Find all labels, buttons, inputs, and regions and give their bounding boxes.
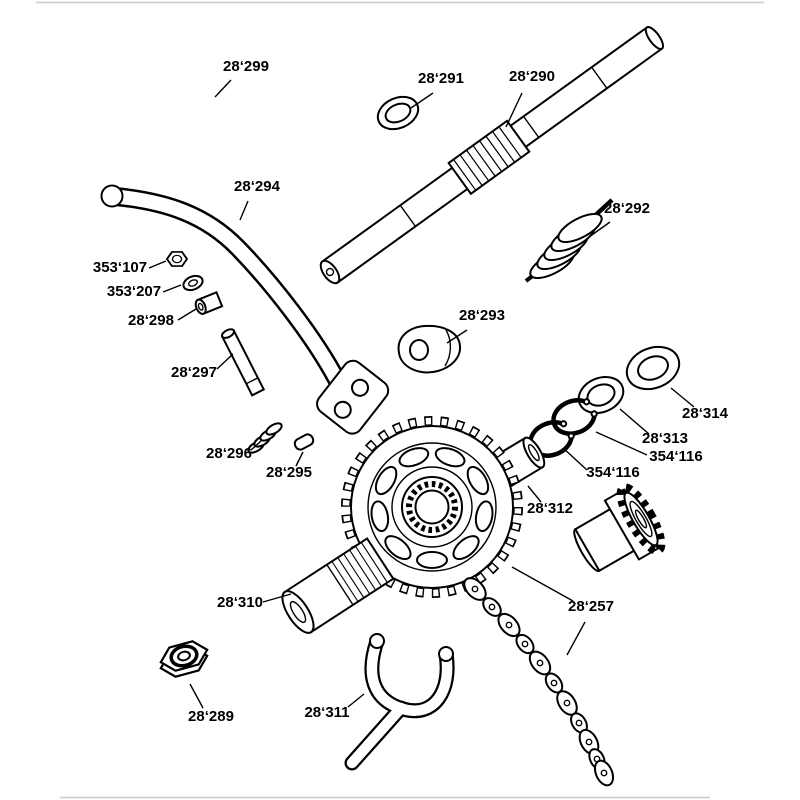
part-28311-fork	[344, 633, 455, 771]
part-label-28310: 28‘310	[217, 594, 263, 611]
part-label-28292: 28‘292	[604, 200, 650, 217]
leader-28298	[177, 308, 197, 321]
part-label-28295: 28‘295	[266, 464, 312, 481]
part-label-28313: 28‘313	[642, 430, 688, 447]
leader-28312	[527, 485, 542, 503]
leader-354116-b	[562, 447, 588, 471]
part-28298-spacer	[194, 290, 224, 316]
part-28295-detent-pin	[293, 433, 315, 451]
leader-28299	[214, 79, 232, 98]
leader-353207	[162, 284, 182, 293]
part-label-28257: 28‘257	[568, 598, 614, 615]
leader-28257-chain	[566, 621, 586, 656]
part-label-28289: 28‘289	[188, 708, 234, 725]
part-28297-pin	[220, 328, 266, 397]
leader-28295	[295, 451, 304, 467]
part-28292-torsion-spring	[524, 198, 614, 283]
leader-28290	[505, 92, 523, 128]
sprocket-lightening-holes	[370, 447, 494, 569]
part-label-28312: 28‘312	[527, 500, 573, 517]
part-labels: 28‘299 28‘291 28‘290 28‘294 28‘292 353‘1…	[93, 58, 729, 725]
part-label-353207: 353‘207	[107, 283, 161, 300]
part-28290-shaft	[319, 26, 665, 285]
part-label-28299: 28‘299	[223, 58, 269, 75]
part-353107-nut	[165, 251, 189, 267]
part-label-353107: 353‘107	[93, 259, 147, 276]
part-28293-clamp	[397, 324, 462, 374]
chain-pins	[471, 585, 608, 777]
part-28294-kick-lever	[100, 184, 390, 435]
part-drive-chain	[463, 577, 615, 787]
part-label-28293: 28‘293	[459, 307, 505, 324]
leader-lines	[148, 79, 695, 709]
leader-28314	[670, 387, 695, 408]
part-sprocket-gear	[341, 416, 523, 598]
leader-353107	[148, 260, 167, 269]
leader-28293	[446, 329, 468, 344]
part-28294-ball-knob	[100, 184, 124, 208]
part-label-354116-b: 354‘116	[586, 464, 639, 481]
leader-28311	[347, 693, 365, 708]
part-label-28296: 28‘296	[206, 445, 252, 462]
leader-28289	[189, 683, 204, 709]
part-label-28294: 28‘294	[234, 178, 281, 195]
leader-28310	[262, 593, 292, 603]
part-28289-nut	[159, 640, 209, 678]
leader-354116-a	[595, 431, 648, 456]
part-label-28291: 28‘291	[418, 70, 464, 87]
part-28314-washer	[625, 345, 681, 391]
part-28310-bushing	[281, 537, 395, 634]
leader-28294	[239, 200, 249, 221]
part-label-354116-a: 354‘116	[649, 448, 702, 465]
part-28257-ratchet-pinion	[573, 483, 666, 573]
part-label-28298: 28‘298	[128, 312, 174, 329]
part-28291-seal-ring	[376, 95, 420, 131]
leader-28313	[619, 408, 650, 435]
part-353207-washer	[182, 274, 204, 292]
leader-28292	[588, 221, 611, 238]
leader-28297	[216, 353, 234, 370]
part-label-28290: 28‘290	[509, 68, 555, 85]
leader-28296	[250, 440, 262, 451]
part-label-28311: 28‘311	[304, 704, 349, 721]
part-28313-washer	[577, 376, 625, 414]
leader-28291	[410, 92, 434, 109]
part-label-28297: 28‘297	[171, 364, 217, 381]
leader-28257-sprocket	[511, 566, 574, 602]
part-label-28314: 28‘314	[682, 405, 729, 422]
